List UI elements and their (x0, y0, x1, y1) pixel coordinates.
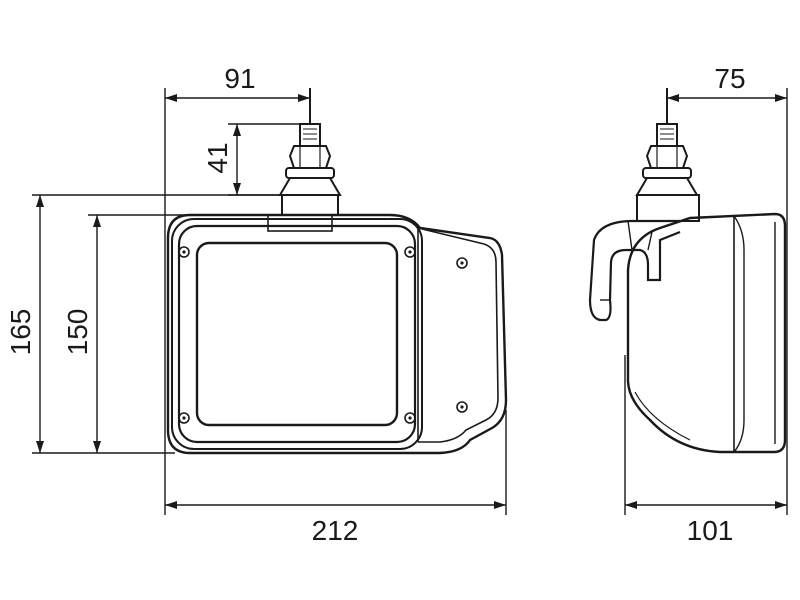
mounting-bracket (588, 219, 681, 322)
screw-icon (178, 246, 190, 258)
dim-label-front-width: 212 (312, 515, 359, 546)
front-view: 91 165 150 41 212 (5, 63, 508, 546)
screw-icon (404, 246, 416, 258)
dim-label-top-right: 75 (714, 63, 745, 94)
screw-icon (178, 412, 190, 424)
side-view: 75 101 (588, 63, 788, 546)
dim-label-total-height: 165 (5, 309, 36, 356)
housing-screws (178, 246, 468, 424)
screw-icon (456, 257, 468, 269)
headlamp-front-housing (166, 213, 508, 455)
screw-icon (404, 412, 416, 424)
dim-label-top-left: 91 (224, 63, 255, 94)
headlamp-side-housing (626, 212, 787, 454)
dim-label-housing-height: 150 (62, 309, 93, 356)
side-mounting-stud (635, 88, 700, 222)
screw-icon (456, 401, 468, 413)
dim-label-stud: 41 (202, 142, 233, 173)
mounting-stud (267, 88, 342, 232)
dim-label-side-depth: 101 (687, 515, 734, 546)
